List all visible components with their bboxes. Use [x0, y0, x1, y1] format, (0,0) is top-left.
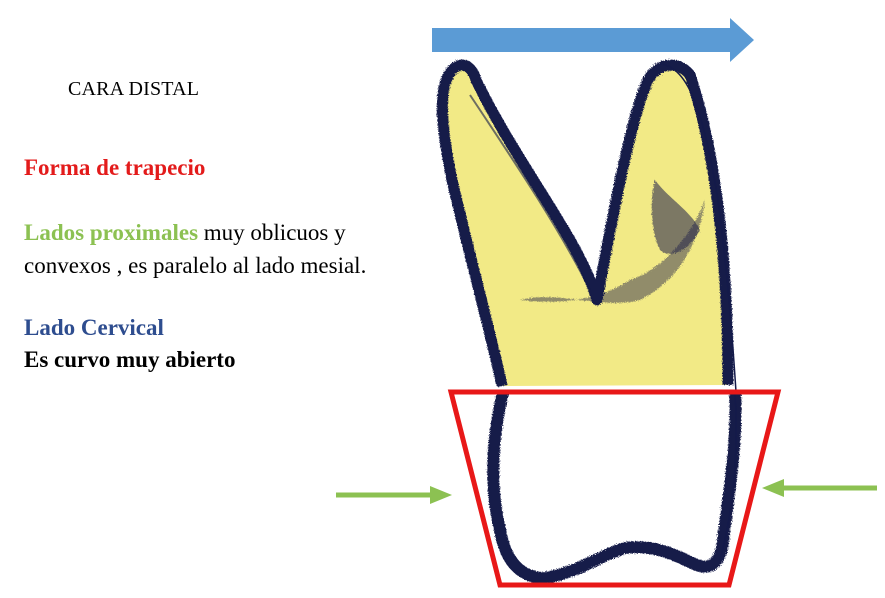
green-arrow-right-icon	[336, 486, 452, 504]
slide-title: CARA DISTAL	[68, 78, 200, 100]
blue-arrow-right-icon	[432, 18, 754, 62]
lados-proximales-line-2: convexos , es paralelo al lado mesial.	[24, 253, 367, 278]
green-arrow-left-icon	[762, 479, 877, 497]
tooth-roots	[436, 59, 737, 393]
tooth-crown	[487, 390, 742, 584]
lado-cervical-label: Lado Cervical	[24, 315, 164, 340]
lados-proximales-rest: muy oblicuos y	[198, 220, 346, 245]
lados-proximales-label: Lados proximales	[24, 220, 199, 245]
trapezoid-outline	[447, 389, 782, 588]
lado-cervical-desc: Es curvo muy abierto	[24, 347, 236, 372]
forma-de-trapecio-text: Forma de trapecio	[24, 155, 206, 180]
lados-proximales-line-1: Lados proximales muy oblicuos y	[24, 220, 346, 246]
